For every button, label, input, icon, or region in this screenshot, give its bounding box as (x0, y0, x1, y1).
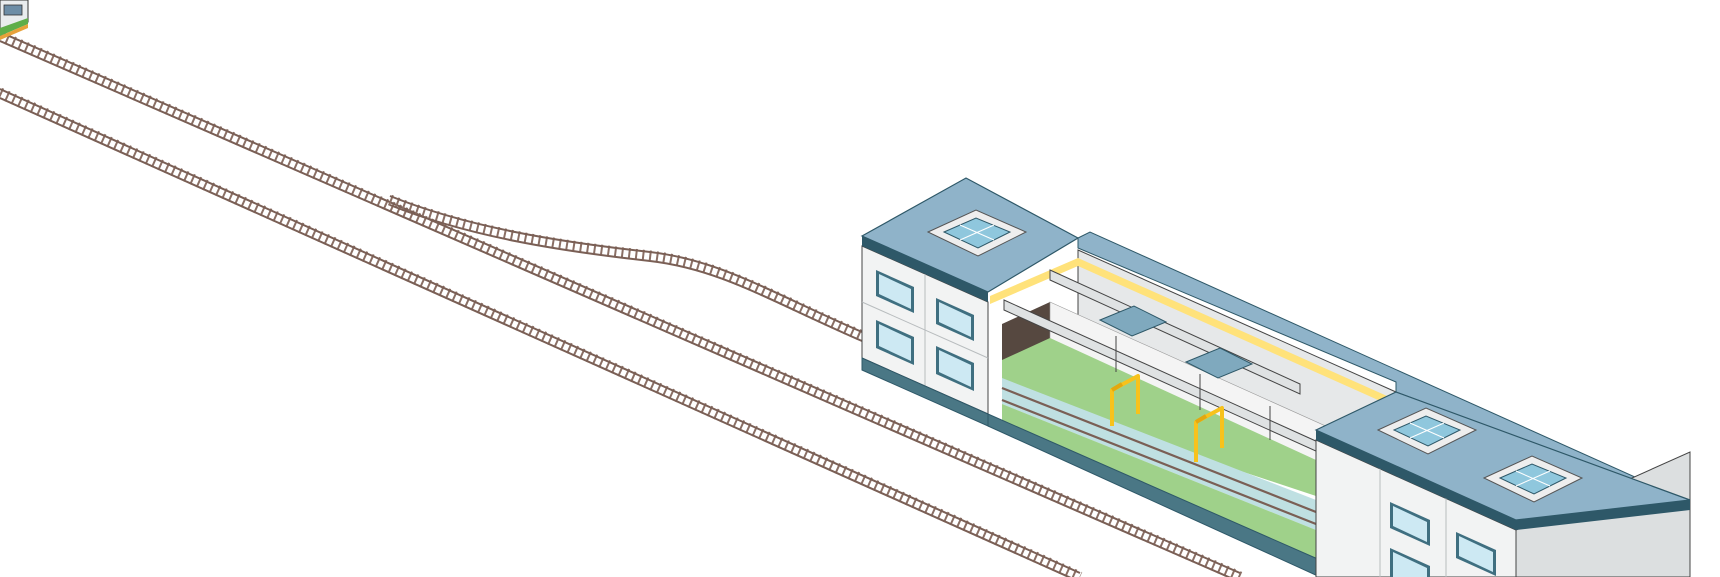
station-building-icon (860, 177, 1691, 577)
skylight-icon (926, 209, 1028, 257)
window (1390, 502, 1430, 546)
window (1456, 532, 1496, 576)
ticket-gate-icon (1194, 406, 1224, 462)
ticket-gate-icon (1110, 374, 1140, 426)
platform (1002, 338, 1316, 496)
branch-track (387, 194, 865, 342)
window (936, 298, 974, 341)
railway-tracks (0, 30, 1243, 577)
right-wing (1314, 391, 1691, 577)
window (1390, 548, 1430, 577)
skylight-icon (1376, 407, 1478, 455)
upper-track (0, 30, 1243, 577)
skylight-icon (1482, 455, 1584, 503)
station-interior (987, 258, 1396, 577)
left-wing (860, 177, 1080, 427)
train-icon (0, 0, 29, 40)
lower-track (0, 87, 1083, 577)
window (936, 346, 974, 391)
window (876, 320, 914, 365)
window (876, 270, 914, 313)
